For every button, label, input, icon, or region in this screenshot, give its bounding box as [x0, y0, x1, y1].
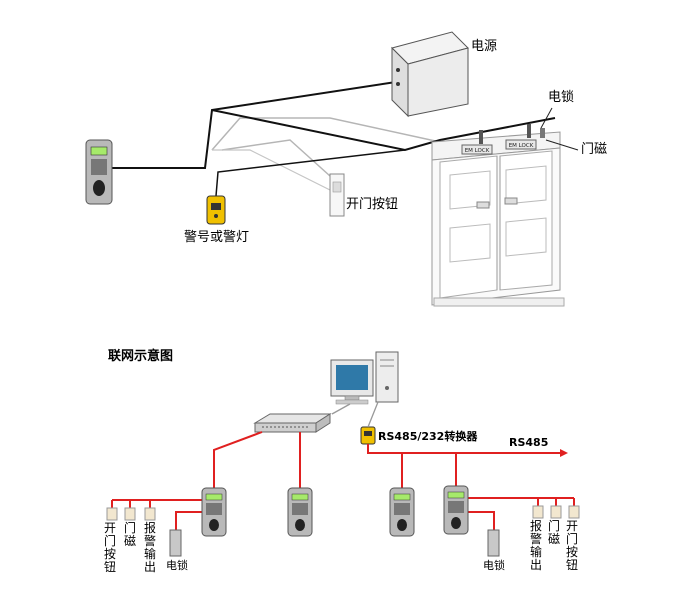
lock-label-pointer — [540, 107, 553, 129]
fingerprint-reader-net-3 — [389, 487, 415, 537]
installation-diagram: EM LOCK EM LOCK — [85, 31, 579, 307]
computer-workstation — [330, 351, 399, 405]
em-lock-text-1: EM LOCK — [465, 148, 490, 154]
exit-button-device — [329, 173, 345, 217]
label-rs485: RS485 — [509, 436, 549, 449]
label-left-door-magnet: 门磁 — [124, 521, 137, 548]
label-left-electric-lock: 电锁 — [166, 559, 188, 572]
network-diagram — [106, 351, 580, 557]
label-electric-lock: 电锁 — [548, 90, 575, 105]
red-wiring — [111, 431, 575, 530]
alarm-output-device-left — [144, 507, 156, 521]
em-lock-plate-2 — [505, 139, 537, 150]
fingerprint-reader-net-2 — [287, 487, 313, 537]
gray-cable-1 — [211, 117, 441, 151]
exit-button-device-right — [568, 505, 580, 519]
label-door-magnet: 门磁 — [581, 142, 608, 157]
gray-cable-3 — [212, 149, 331, 191]
door-magnet-device-right — [550, 505, 562, 519]
main-cable-power — [112, 81, 397, 169]
electric-lock-device-left — [169, 529, 182, 557]
fingerprint-reader-net-4 — [443, 485, 469, 535]
rs485-arrow — [560, 449, 568, 457]
label-exit-button: 开门按钮 — [346, 197, 399, 212]
electric-lock-device-right — [487, 529, 500, 557]
pc-switch-cable — [331, 403, 351, 415]
label-power: 电源 — [471, 39, 498, 54]
gray-cable-2 — [221, 139, 331, 177]
door-magnet-device-left — [124, 507, 136, 521]
em-lock-text-2: EM LOCK — [509, 143, 534, 149]
label-right-door-magnet: 门磁 — [548, 519, 561, 546]
label-converter: RS485/232转换器 — [378, 430, 478, 443]
network-switch — [253, 413, 332, 433]
label-right-alarm-output: 报警输出 — [530, 519, 543, 572]
magnet-label-pointer — [545, 139, 579, 151]
alarm-output-device-right — [532, 505, 544, 519]
pc-converter-cable — [367, 401, 379, 428]
label-left-alarm-output: 报警输出 — [144, 521, 157, 574]
alarm-siren — [206, 195, 226, 225]
em-lock-plate-1 — [461, 144, 493, 155]
power-supply-box — [391, 31, 469, 118]
exit-button-device-left — [106, 507, 118, 521]
fingerprint-reader — [85, 139, 113, 205]
double-door — [431, 124, 565, 307]
label-right-electric-lock: 电锁 — [483, 559, 505, 572]
label-network-title: 联网示意图 — [108, 349, 174, 364]
rs485-converter — [360, 426, 376, 445]
label-alarm: 警号或警灯 — [184, 230, 250, 245]
label-right-exit-button: 开门按钮 — [566, 519, 579, 572]
alarm-cable — [215, 149, 406, 197]
fingerprint-reader-net-1 — [201, 487, 227, 537]
label-left-exit-button: 开门按钮 — [104, 521, 117, 574]
main-cable-lock — [211, 109, 556, 152]
